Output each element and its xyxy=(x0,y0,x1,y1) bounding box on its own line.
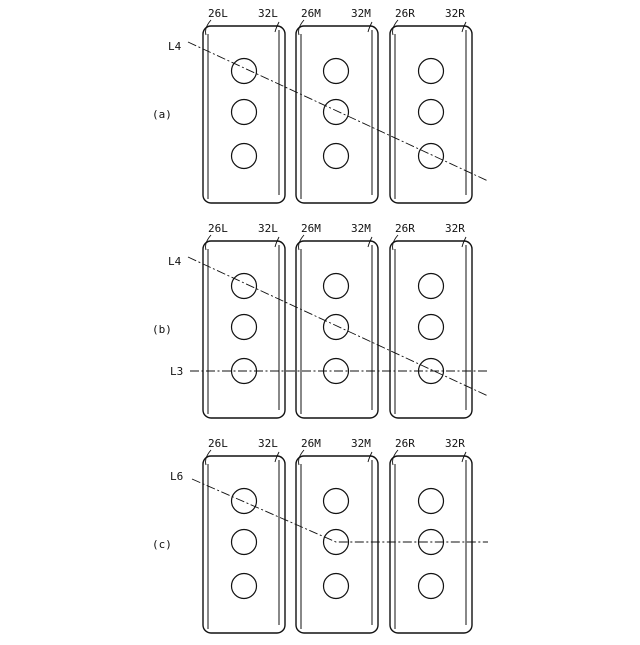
edge-ref-label: 32M xyxy=(351,222,371,235)
edge-ref-label: 32R xyxy=(445,222,465,235)
edge-ref-label: 32L xyxy=(258,437,278,450)
hole xyxy=(324,144,349,169)
hole xyxy=(419,489,444,514)
panel-2: (b) 26L 32L 26M 32M 26R 32R L4L3 xyxy=(152,222,488,418)
edge-ref-label: 32M xyxy=(351,437,371,450)
plate-right xyxy=(390,20,472,203)
panel-label: (b) xyxy=(152,323,172,336)
hole xyxy=(419,274,444,299)
hole xyxy=(419,144,444,169)
hole xyxy=(324,315,349,340)
corner-ref-label: 26R xyxy=(395,222,415,235)
hole xyxy=(419,100,444,125)
hole xyxy=(324,59,349,84)
edge-ref-label: 32R xyxy=(445,7,465,20)
hole xyxy=(232,574,257,599)
corner-ref-label: 26R xyxy=(395,437,415,450)
edge-ref-label: 32L xyxy=(258,7,278,20)
hole xyxy=(232,144,257,169)
hole xyxy=(232,530,257,555)
panel-3: (c) 26L 32L 26M 32M 26R 32R L6 xyxy=(152,437,488,633)
corner-ref-label: 26L xyxy=(208,437,228,450)
plate-middle xyxy=(296,450,378,633)
hole xyxy=(232,274,257,299)
hole xyxy=(232,315,257,340)
hole xyxy=(324,489,349,514)
plate-right xyxy=(390,450,472,633)
plate-left xyxy=(203,235,285,418)
hole xyxy=(419,574,444,599)
edge-ref-label: 32L xyxy=(258,222,278,235)
line-label: L4 xyxy=(168,255,182,268)
corner-ref-label: 26M xyxy=(301,222,321,235)
hole xyxy=(324,100,349,125)
hole xyxy=(324,574,349,599)
panel-1: (a) 26L 32L 26M 32M 26R 32R L4 xyxy=(152,7,488,203)
hole xyxy=(232,100,257,125)
corner-ref-label: 26L xyxy=(208,7,228,20)
line-label: L3 xyxy=(170,365,183,378)
hole xyxy=(232,59,257,84)
plate-left xyxy=(203,20,285,203)
corner-ref-label: 26L xyxy=(208,222,228,235)
hole xyxy=(419,59,444,84)
hole xyxy=(232,489,257,514)
corner-ref-label: 26M xyxy=(301,7,321,20)
hole xyxy=(419,315,444,340)
line-label: L4 xyxy=(168,40,182,53)
plate-left xyxy=(203,450,285,633)
plate-right xyxy=(390,235,472,418)
corner-ref-label: 26M xyxy=(301,437,321,450)
panel-label: (a) xyxy=(152,108,172,121)
edge-ref-label: 32M xyxy=(351,7,371,20)
edge-ref-label: 32R xyxy=(445,437,465,450)
panel-label: (c) xyxy=(152,538,172,551)
hole xyxy=(324,274,349,299)
line-label: L6 xyxy=(170,470,183,483)
corner-ref-label: 26R xyxy=(395,7,415,20)
